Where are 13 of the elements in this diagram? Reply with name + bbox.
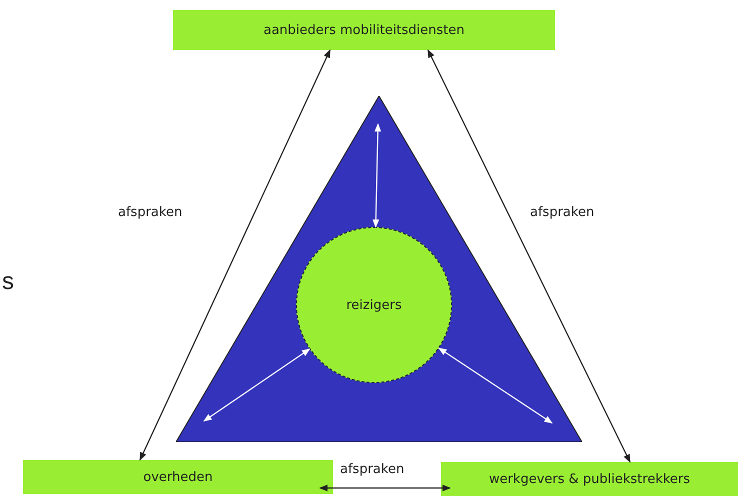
party-box: overheden — [23, 460, 333, 494]
edge-label: afspraken — [340, 462, 404, 477]
double-arrow — [203, 348, 310, 422]
double-arrow — [319, 484, 451, 492]
double-arrow — [438, 348, 553, 424]
text-fragment: s — [2, 268, 14, 296]
party-box: werkgevers & publiekstrekkers — [441, 462, 738, 496]
double-arrow — [372, 123, 382, 228]
top-party-box: aanbieders mobiliteitsdiensten — [173, 10, 555, 50]
double-arrow — [139, 49, 331, 461]
edge-label: afspraken — [530, 205, 594, 220]
edge-label: afspraken — [118, 205, 182, 220]
double-arrow — [427, 49, 631, 463]
